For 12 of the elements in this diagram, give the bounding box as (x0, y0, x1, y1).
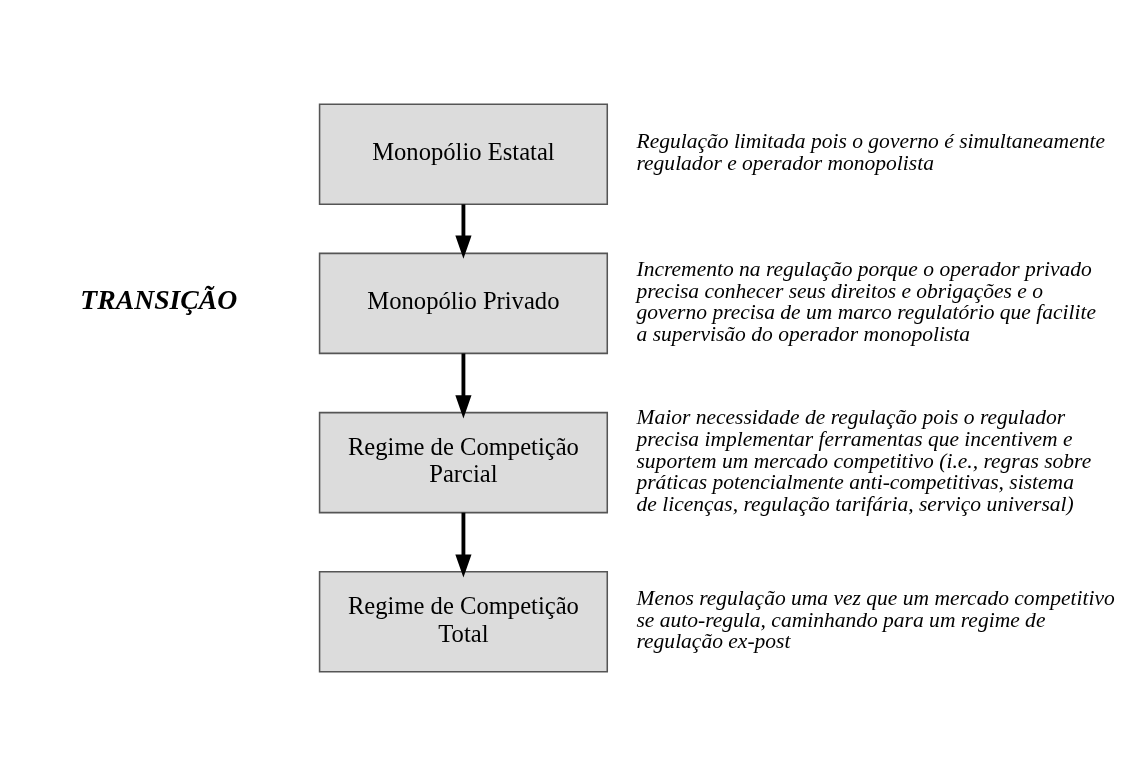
label: TRANSIÇÃO (80, 283, 238, 315)
arrow (455, 512, 472, 578)
node-box: Regime de Competição Total (318, 571, 609, 673)
arrow (455, 204, 472, 259)
node-label: Regulação limitada pois o governo é simultaneamente regulador e operador monopolista (636, 129, 1105, 175)
node-label: Menos regulação uma vez que um mercado competitivo se auto-regula, caminhando para um regime de regulação ex-post (636, 586, 1115, 654)
node-box: Monopólio Privado (318, 252, 609, 355)
node-label: Maior necessidade de regulação pois o regulador precisa implementar ferramentas que incentivem e suportem um mercado competitivo (i.e., regras sobre práticas potencialmente anti-competitivas, sistema de licenças, regulação tarifária, serviço universal) (636, 405, 1092, 516)
node-label: Incremento na regulação porque o operador privado precisa conhecer seus direitos e obrigações e o governo precisa de um marco regulatório que facilite a supervisão do operador monopolista (636, 257, 1097, 346)
node-box: Monopólio Estatal (318, 103, 609, 205)
arrow (455, 353, 472, 419)
node-box: Regime de Competição Parcial (318, 411, 609, 514)
